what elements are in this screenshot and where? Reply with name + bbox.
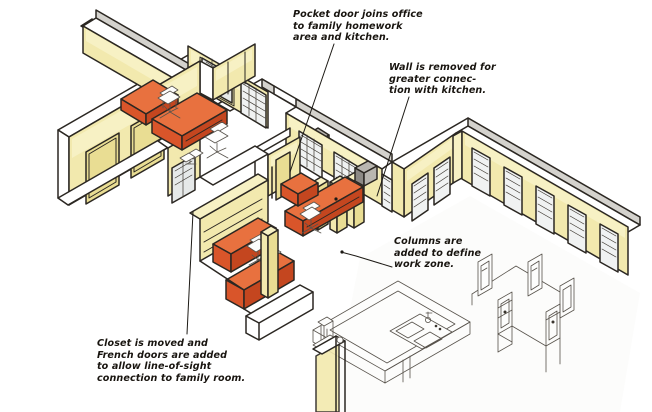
window-family-7: [599, 223, 619, 273]
window-family-8: [381, 173, 393, 213]
column-gray-cap: [354, 160, 378, 187]
leader-closet: [186, 211, 194, 335]
chair-homework: [299, 201, 322, 234]
ghost-panel-5: [545, 303, 561, 373]
annotation-leaders: [186, 43, 410, 335]
window-family-1: [411, 172, 429, 222]
front-work-zone: [189, 145, 314, 341]
monitor-office: [179, 148, 204, 165]
chair-office-2: [204, 121, 229, 159]
window-family-4: [503, 166, 523, 216]
window-glass-block-office: [240, 79, 267, 129]
family-room: [381, 117, 641, 276]
annotation-wall-removed: Wall is removed for greater connec- tion…: [389, 62, 496, 97]
counter-return: [280, 172, 319, 207]
window-family-6: [567, 204, 587, 254]
chair-office-1: [157, 85, 181, 119]
cabinet-lower-left: [312, 334, 346, 412]
wall-pocket-door: [199, 43, 256, 101]
desk-main-office: [151, 92, 228, 151]
kitchen: [312, 280, 471, 412]
window-family-3: [471, 147, 491, 197]
window-family-2: [433, 156, 451, 206]
outline-wall-section: [471, 253, 575, 373]
annotation-closet-moved: Closet is moved and French doors are add…: [97, 338, 246, 384]
window-family-5: [535, 185, 555, 235]
annotation-pocket-door: Pocket door joins office to family homew…: [293, 9, 423, 44]
column-front: [260, 225, 279, 299]
leader-pocket-door: [289, 43, 335, 173]
office-room: [57, 9, 297, 206]
leader-columns: [340, 251, 393, 268]
annotation-columns-added: Columns are added to define work zone.: [394, 236, 482, 271]
ghost-panel-2: [527, 253, 543, 297]
ghost-panel-1: [477, 253, 493, 297]
leader-wall-removed: [376, 96, 410, 197]
kitchen-sink: [389, 311, 453, 350]
